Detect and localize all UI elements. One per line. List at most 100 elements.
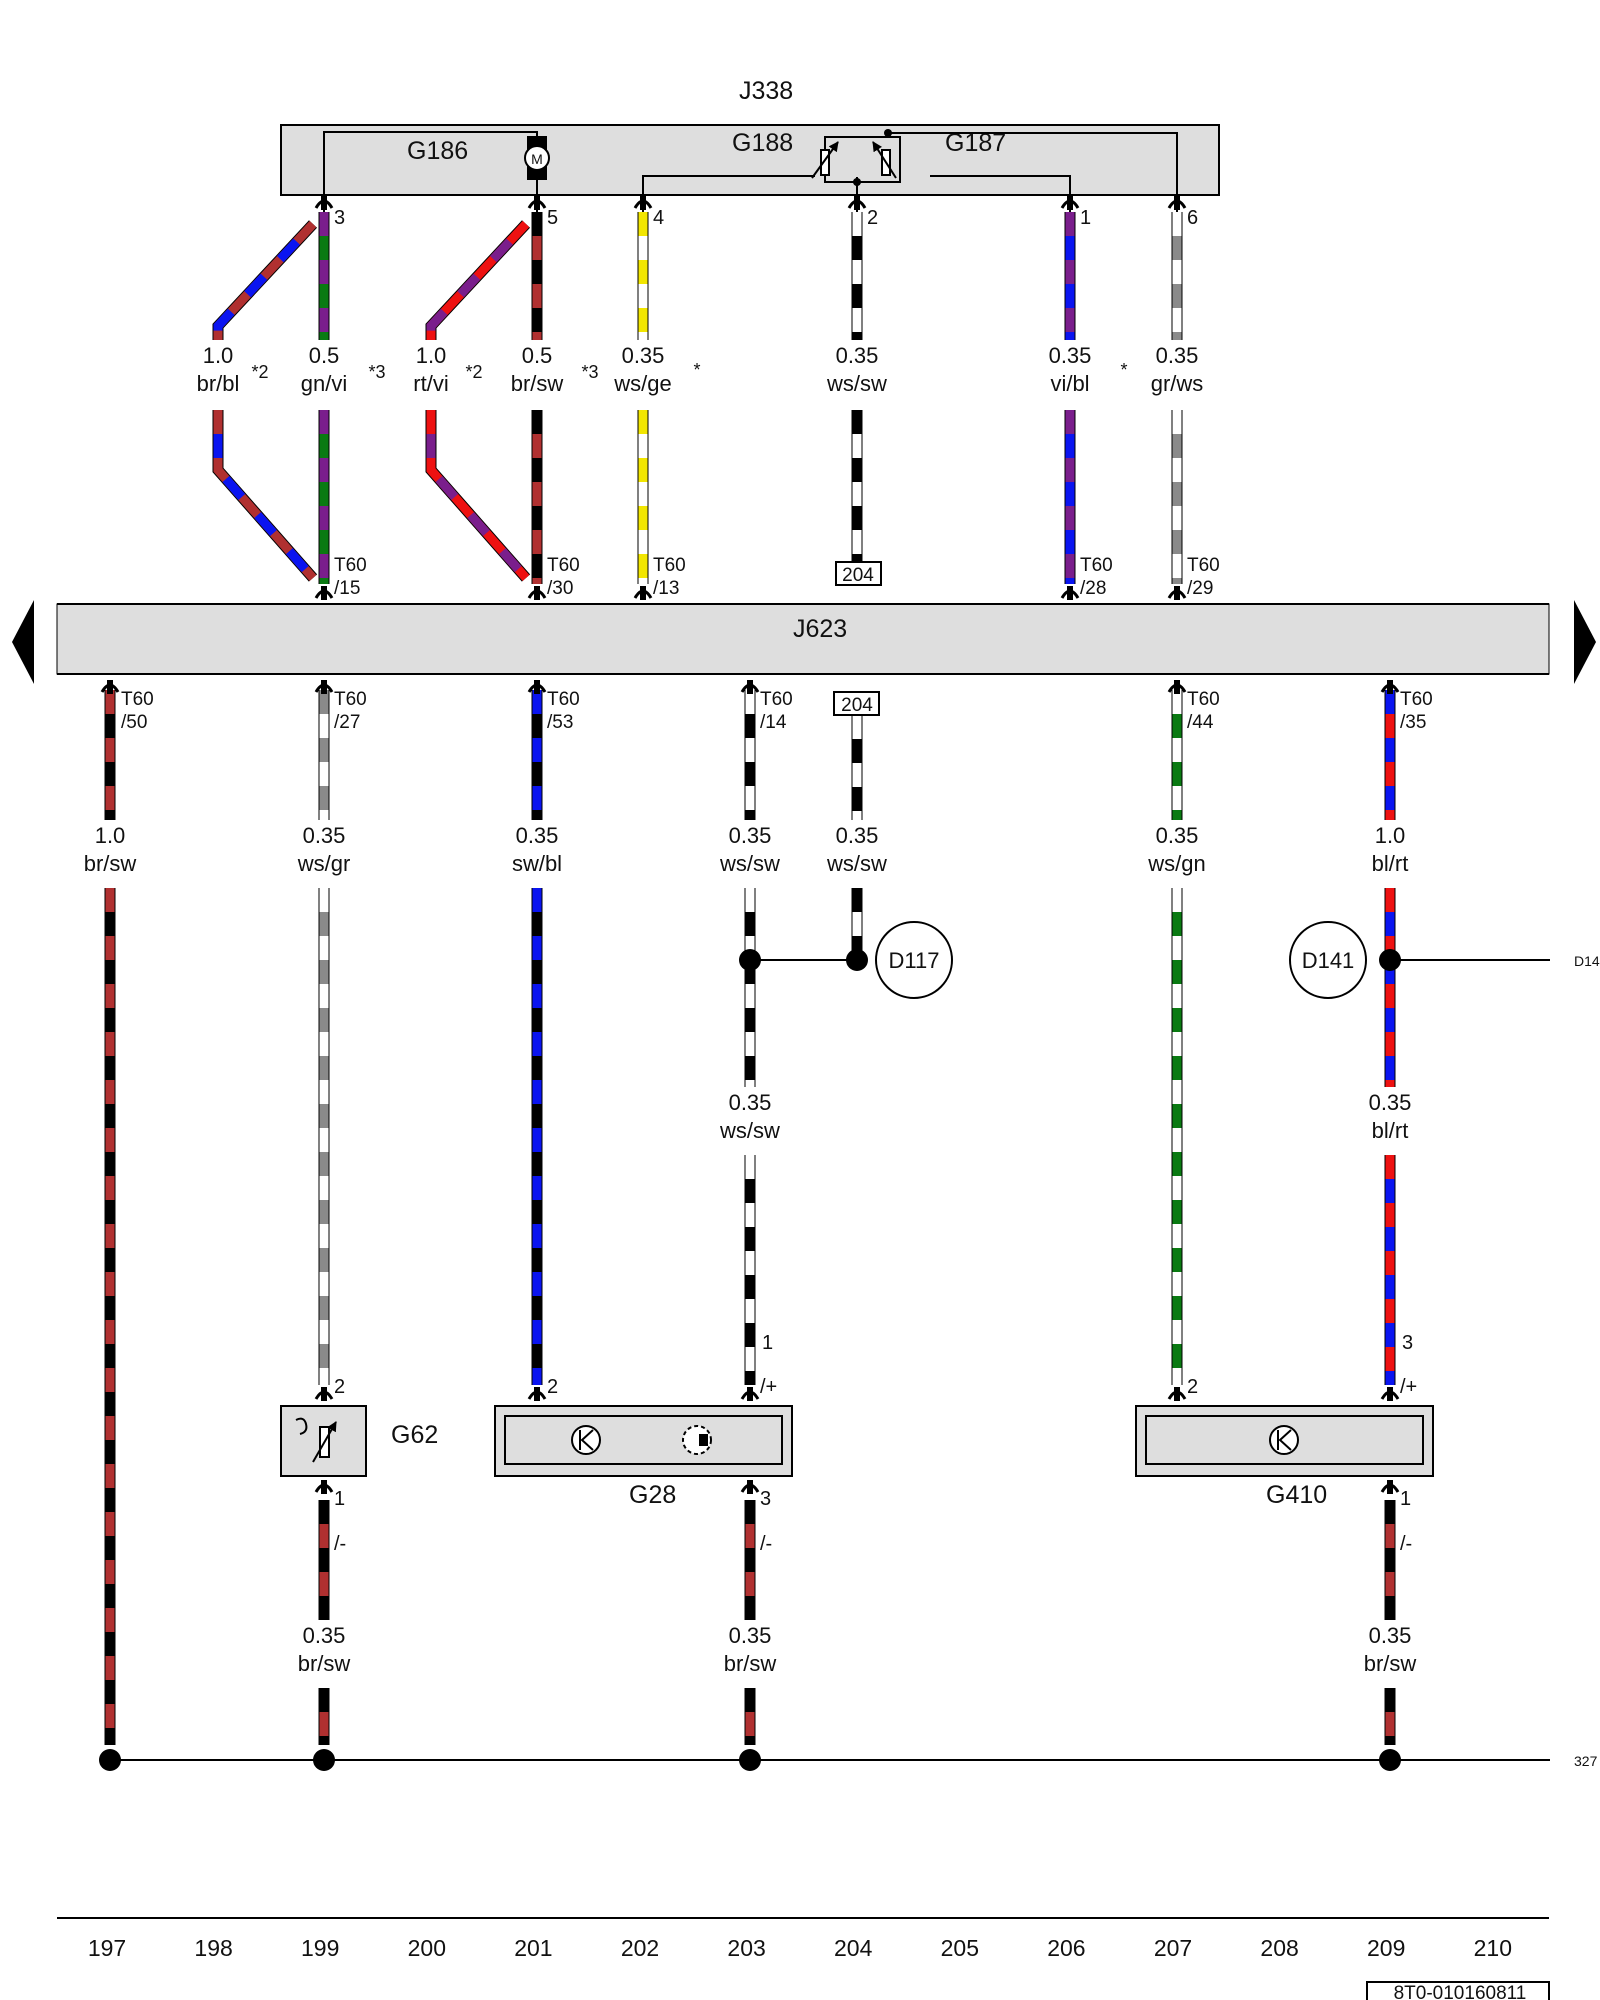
ref-327: 327 bbox=[1574, 1753, 1598, 1769]
G188-junction bbox=[853, 178, 861, 186]
D117-connector bbox=[875, 921, 953, 999]
grid-number: 208 bbox=[1260, 1935, 1298, 1961]
pin-number: 3 bbox=[334, 207, 345, 229]
connector-name: T60 bbox=[1187, 555, 1220, 576]
connector-pin: /15 bbox=[334, 578, 360, 599]
connector-pin: /27 bbox=[334, 712, 360, 733]
J623-lower-pin-icon bbox=[314, 680, 334, 694]
wire-color: sw/bl bbox=[512, 851, 562, 876]
grid-number: 207 bbox=[1154, 1935, 1192, 1961]
wire-color: ws/gn bbox=[1147, 851, 1205, 876]
J623-lower-pin-icon bbox=[1380, 680, 1400, 694]
wire-color: ws/gr bbox=[297, 851, 351, 876]
J338-label: J338 bbox=[739, 77, 793, 105]
wire-color: ws/sw bbox=[826, 371, 887, 396]
ref-box-upper bbox=[835, 561, 882, 586]
wire-size: 0.35 bbox=[1049, 343, 1092, 368]
connector-pin: /44 bbox=[1187, 712, 1214, 733]
sensor-pin-icon bbox=[1167, 1387, 1187, 1401]
wire-size: 0.35 bbox=[729, 1623, 772, 1648]
wire-marker: *3 bbox=[581, 362, 598, 382]
J623-lower-pin-icon bbox=[1167, 680, 1187, 694]
wire-color: br/bl bbox=[197, 371, 240, 396]
connector-name: T60 bbox=[1400, 689, 1433, 710]
junction-dot bbox=[846, 949, 868, 971]
junction-dot bbox=[1379, 949, 1401, 971]
J623-upper-pin-icon bbox=[314, 586, 334, 600]
wire-color: ws/sw bbox=[719, 851, 780, 876]
wire-size: 0.35 bbox=[1369, 1623, 1412, 1648]
J623-lower-pin-icon bbox=[740, 680, 760, 694]
ref-d14: D14 bbox=[1574, 953, 1600, 969]
wire-color: br/sw bbox=[724, 1651, 777, 1676]
grid-number: 201 bbox=[514, 1935, 552, 1961]
connector-pin: /53 bbox=[547, 712, 573, 733]
ref-box-upper-text: 204 bbox=[842, 565, 874, 586]
connector-pin: /29 bbox=[1187, 578, 1213, 599]
J623-lower-pin-icon bbox=[100, 680, 120, 694]
wire-color: bl/rt bbox=[1372, 851, 1409, 876]
J338-housing bbox=[280, 124, 1220, 196]
motor-icon bbox=[524, 145, 550, 171]
wire-br-bl-upper bbox=[212, 220, 318, 340]
G410-label: G410 bbox=[1266, 1481, 1327, 1509]
doc-code-box bbox=[1366, 1981, 1550, 2000]
ground-wire-labels: 0.35 br/sw 0.35 br/sw 0.35 br/sw bbox=[298, 1623, 1417, 1676]
lower-wire-labels: 1.0 br/sw 0.35 ws/gr 0.35 sw/bl 0.35 ws/… bbox=[84, 823, 1412, 1143]
connector-pin: /50 bbox=[121, 712, 147, 733]
pin-number: /+ bbox=[1400, 1376, 1417, 1398]
wire-size: 0.35 bbox=[303, 1623, 346, 1648]
pin-number: 1 bbox=[1400, 1488, 1411, 1510]
connector-name: T60 bbox=[1080, 555, 1113, 576]
upper-connector-labels: T60 /15 T60 /30 T60 /13 T60 /28 T60 /29 bbox=[334, 555, 1220, 599]
grid-number: 206 bbox=[1047, 1935, 1085, 1961]
wire-color: br/sw bbox=[1364, 1651, 1417, 1676]
component-pin-labels: 1 3 2 2 /+ 2 /+ 1 3 1 /- /- /- bbox=[334, 1332, 1417, 1555]
G28-label: G28 bbox=[629, 1481, 676, 1509]
junction-dot bbox=[739, 949, 761, 971]
J623-lower-pin-icon bbox=[527, 680, 547, 694]
wire-marker: * bbox=[693, 360, 700, 380]
page-left-arrow[interactable] bbox=[12, 600, 34, 684]
wire-size: 0.35 bbox=[1156, 343, 1199, 368]
doc-code: 8T0-010160811 bbox=[1394, 1983, 1527, 2000]
ground-pin-icon bbox=[314, 1480, 334, 1494]
J623-upper-pin-icon bbox=[1060, 586, 1080, 600]
connector-name: T60 bbox=[334, 555, 367, 576]
grid-number: 205 bbox=[941, 1935, 979, 1961]
wire-color: br/sw bbox=[84, 851, 137, 876]
D141-connector bbox=[1289, 921, 1367, 999]
wire-size: 0.5 bbox=[309, 343, 340, 368]
pin-number: /+ bbox=[760, 1376, 777, 1398]
wire-color: br/sw bbox=[511, 371, 564, 396]
grid-number: 210 bbox=[1474, 1935, 1512, 1961]
ref-box-lower-text: 204 bbox=[841, 695, 873, 716]
D117-label: D117 bbox=[889, 948, 940, 973]
page-right-arrow[interactable] bbox=[1574, 600, 1596, 684]
grid-number: 200 bbox=[408, 1935, 446, 1961]
pin-number: 3 bbox=[1402, 1332, 1413, 1354]
wire-size: 0.35 bbox=[1156, 823, 1199, 848]
wire-color: gn/vi bbox=[301, 371, 347, 396]
pin-number: 4 bbox=[653, 207, 664, 229]
hall-sensor-icon bbox=[1269, 1425, 1299, 1455]
ground-junction bbox=[1379, 1749, 1401, 1771]
pin-number: 2 bbox=[334, 1376, 345, 1398]
wire-size: 0.5 bbox=[522, 343, 553, 368]
pin-number: 1 bbox=[1080, 207, 1091, 229]
D141-label: D141 bbox=[1302, 948, 1355, 973]
wire-rt-vi-upper bbox=[425, 220, 531, 340]
wire-size: 1.0 bbox=[203, 343, 234, 368]
pin-number: 2 bbox=[1187, 1376, 1198, 1398]
grid-number: 204 bbox=[834, 1935, 873, 1961]
pin-number: 1 bbox=[762, 1332, 773, 1354]
connector-name: T60 bbox=[1187, 689, 1220, 710]
potentiometer-icon bbox=[811, 141, 897, 179]
wire-color: bl/rt bbox=[1372, 1118, 1409, 1143]
ground-pin-icon bbox=[1380, 1480, 1400, 1494]
wire-size: 1.0 bbox=[1375, 823, 1406, 848]
grid-number: 197 bbox=[88, 1935, 126, 1961]
sensor-pin-icon bbox=[527, 1387, 547, 1401]
pin-number: 6 bbox=[1187, 207, 1198, 229]
signal-wheel-icon bbox=[682, 1425, 712, 1455]
